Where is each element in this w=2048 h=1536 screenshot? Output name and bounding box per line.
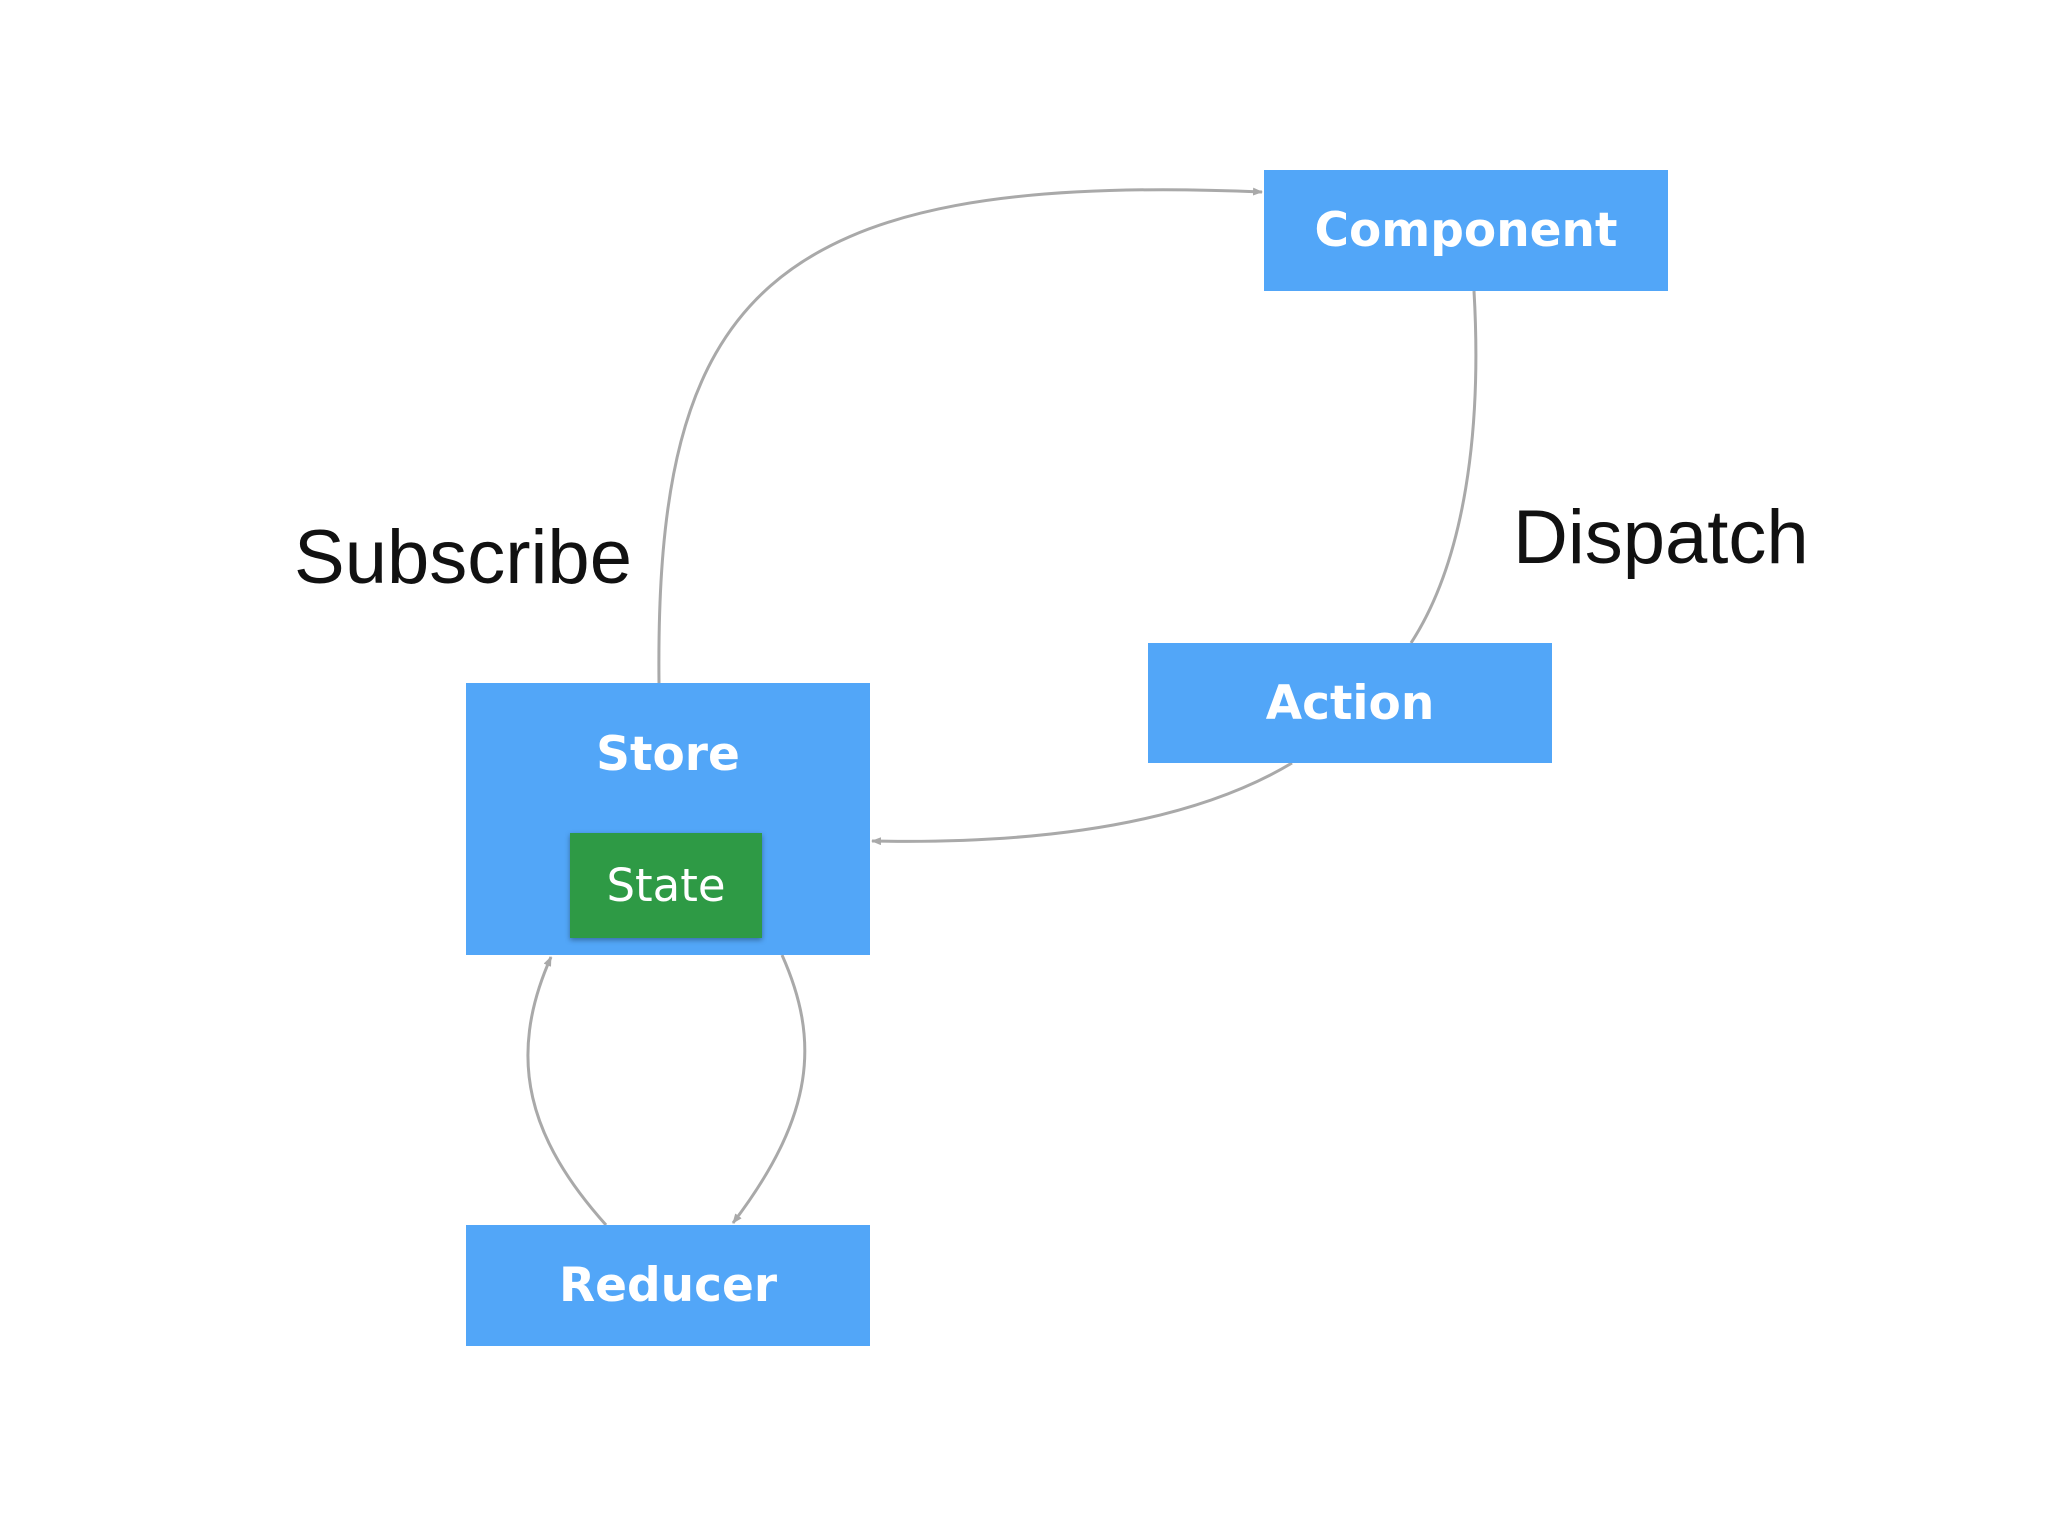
state-label: State: [606, 859, 726, 912]
arrow-action-to-store: [871, 761, 1293, 846]
dispatch-edge-label: Dispatch: [1513, 495, 1809, 580]
state-node: State: [570, 833, 762, 938]
arrow-store-to-reducer: [731, 954, 807, 1224]
store-label: Store: [596, 727, 740, 782]
arrow-component-to-action: [1409, 290, 1478, 644]
action-node: Action: [1148, 643, 1552, 763]
reducer-node: Reducer: [466, 1225, 870, 1346]
component-label: Component: [1314, 203, 1618, 258]
action-label: Action: [1265, 675, 1435, 731]
component-node: Component: [1264, 170, 1668, 291]
arrow-store-to-component: [657, 187, 1263, 684]
reducer-label: Reducer: [558, 1258, 778, 1313]
subscribe-edge-label: Subscribe: [294, 515, 632, 600]
arrow-reducer-to-store: [526, 956, 608, 1226]
